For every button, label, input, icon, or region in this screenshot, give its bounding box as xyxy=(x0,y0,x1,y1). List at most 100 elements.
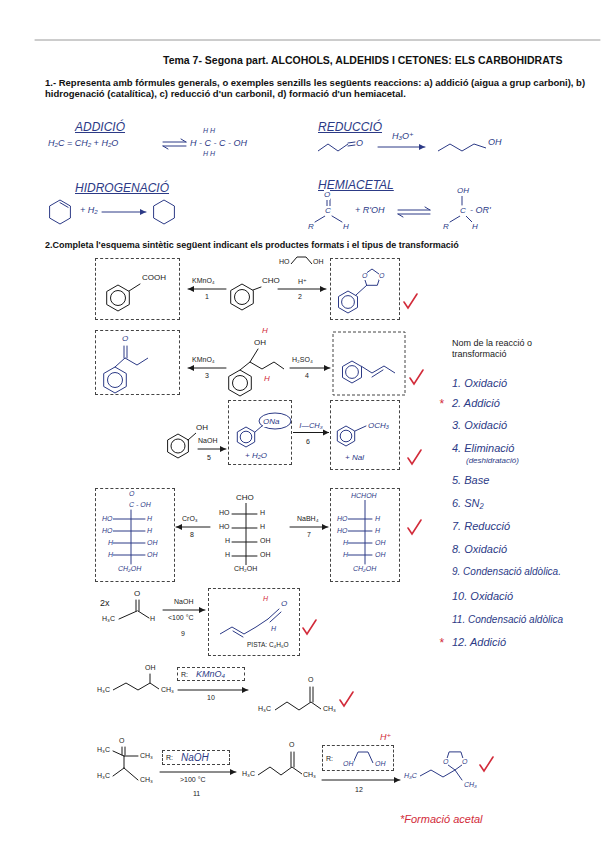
bond-line xyxy=(348,531,372,532)
bond-line xyxy=(113,519,145,520)
label-text: HIDROGENACIÓ xyxy=(75,181,169,195)
node-text: OCH₃ xyxy=(368,421,389,431)
label-text: OH xyxy=(145,664,156,672)
label-text: 2x xyxy=(100,598,110,609)
bond-line xyxy=(327,199,328,206)
label-text: R xyxy=(308,222,314,232)
bond-line xyxy=(450,216,460,222)
node-text: OH xyxy=(147,539,158,547)
cyclohexane-ring xyxy=(50,200,71,224)
aromatic-circle xyxy=(108,373,123,388)
node-text: O xyxy=(122,334,128,344)
label-text: 11. Condensació aldòlica xyxy=(452,614,563,626)
label-text: CH₃ xyxy=(161,686,174,694)
check-mark xyxy=(408,450,421,464)
arrow-head xyxy=(320,286,326,292)
bond-line xyxy=(348,519,372,520)
label-text: (deshidratació) xyxy=(466,456,519,466)
label-text: H xyxy=(472,222,478,232)
label-text: NaOH xyxy=(174,598,193,606)
label-text: <100 °C xyxy=(168,614,194,622)
bond-chain xyxy=(438,144,486,151)
bond-line xyxy=(398,214,403,217)
node-text: H xyxy=(147,527,152,535)
label-text: H xyxy=(150,615,155,623)
bond-chain xyxy=(291,257,312,264)
label-text: 12 xyxy=(355,786,363,794)
label-text: CrO₃ xyxy=(182,515,198,523)
label-text: 4 xyxy=(305,372,309,380)
arrow-head xyxy=(220,446,226,452)
answer-box: COOH xyxy=(95,258,180,320)
label-text: H H xyxy=(203,150,215,158)
bond-line xyxy=(372,370,383,377)
reaction-arrow xyxy=(293,430,329,436)
label-text: H₃C xyxy=(97,746,110,754)
node-text: H xyxy=(263,595,268,603)
arrow-head xyxy=(176,524,182,530)
bond-line xyxy=(136,600,137,611)
benzene-ring xyxy=(339,291,358,313)
label-text: OH xyxy=(457,186,469,196)
label-text: CH₃ xyxy=(303,771,316,779)
label-text: + R'OH xyxy=(355,205,384,216)
bond-line xyxy=(232,542,257,543)
label-text: REDUCCIÓ xyxy=(318,120,382,134)
label-text: 2 xyxy=(298,293,302,301)
label-text: O xyxy=(134,589,140,599)
benzene-ring xyxy=(229,370,252,396)
bond-chain xyxy=(125,358,148,365)
label-text: 10. Oxidació xyxy=(452,590,513,603)
node-text: O xyxy=(362,272,367,280)
bond-line xyxy=(125,747,126,755)
label-text: * xyxy=(439,397,444,411)
bond-chain xyxy=(113,683,159,690)
bond-line xyxy=(138,611,149,618)
aromatic-circle xyxy=(111,291,126,306)
label-text: >100 °C xyxy=(180,776,206,784)
bond-line xyxy=(330,199,331,206)
bond-line xyxy=(113,531,145,532)
bond-line xyxy=(398,210,430,211)
label-text: 3. Oxidació xyxy=(452,419,507,432)
label-text: O xyxy=(119,737,124,745)
arrow-head xyxy=(324,365,330,371)
bond-line xyxy=(310,687,311,702)
label-text: O xyxy=(443,758,448,766)
label-text: H xyxy=(262,326,268,336)
bond-line xyxy=(150,674,151,683)
label-text: NaBH₄ xyxy=(297,515,319,523)
bond-line xyxy=(315,216,325,222)
node-text: CH₂OH xyxy=(353,565,376,573)
check-mark xyxy=(408,520,421,534)
label-text: Nom de la reacció o transformació xyxy=(452,338,562,360)
arrow-head xyxy=(188,365,194,371)
label-text: H₃C xyxy=(102,615,115,623)
answer-box: HOHPISTA: C₄H₆O xyxy=(208,588,300,656)
label-text: OH xyxy=(260,537,271,545)
bond-chain xyxy=(361,366,395,373)
label-text: OH xyxy=(313,258,324,266)
bond-line xyxy=(332,216,342,222)
bond-chain xyxy=(250,362,284,369)
node-text: OH xyxy=(375,760,386,768)
node-text: ONa xyxy=(263,417,279,427)
bond-line xyxy=(240,362,250,370)
label-text: 5 xyxy=(207,454,211,462)
bond-line xyxy=(250,349,258,362)
node-text: H xyxy=(108,539,113,547)
bond-line xyxy=(124,756,138,757)
node-text: H xyxy=(147,515,152,523)
bond-line xyxy=(348,145,355,146)
label-text: O xyxy=(289,741,294,749)
bond-line xyxy=(113,768,124,776)
label-text: O xyxy=(462,758,467,766)
check-mark xyxy=(303,620,316,634)
label-text: O xyxy=(356,138,363,149)
label-text: 8. Oxidació xyxy=(452,543,507,556)
label-text: CHO xyxy=(236,493,254,503)
label-text: HO xyxy=(219,523,230,531)
label-text: H⁺ xyxy=(380,732,391,743)
label-text: H xyxy=(260,523,265,531)
label-text: OH xyxy=(488,137,502,148)
